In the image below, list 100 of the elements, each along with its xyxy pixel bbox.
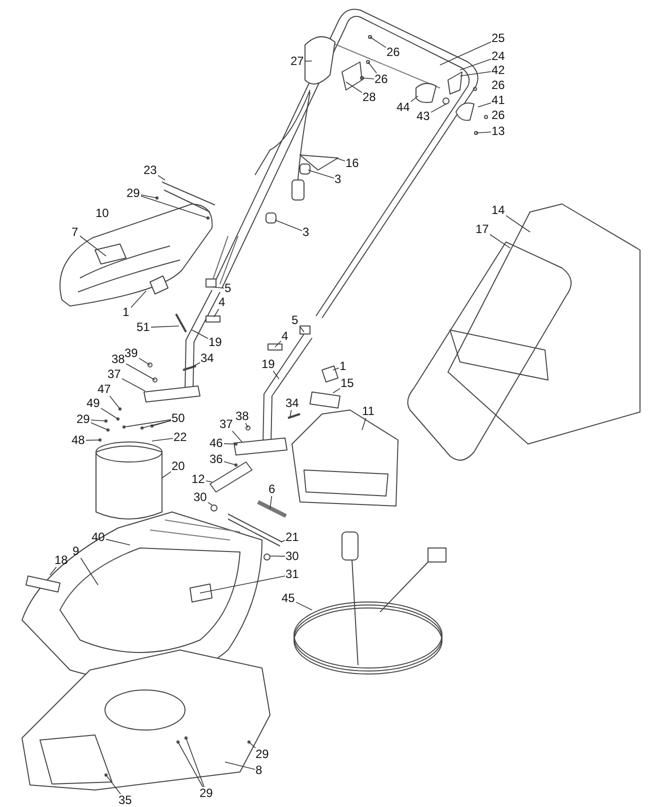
leader-line [300, 326, 304, 332]
callout-number: 29 [198, 786, 214, 800]
leader-line [362, 78, 374, 80]
leader-line [274, 340, 282, 348]
callout-number: 30 [284, 550, 300, 562]
callout-number: 1 [338, 360, 348, 372]
leader-line [192, 330, 208, 339]
callout-number: 30 [192, 490, 208, 504]
leader-line [100, 408, 118, 420]
callout-number: 8 [254, 764, 264, 776]
callout-number: 26 [490, 78, 506, 92]
leader-line [86, 440, 100, 441]
callout-number: 36 [208, 452, 224, 466]
callout-number: 38 [234, 410, 250, 422]
leader-line [158, 175, 166, 180]
leader-line [212, 286, 224, 288]
callout-number: 26 [490, 108, 506, 122]
callout-number: 19 [260, 358, 276, 370]
leader-line [200, 576, 286, 594]
leader-line [208, 502, 212, 506]
callout-number: 4 [218, 296, 226, 308]
callout-number: 4 [280, 330, 290, 342]
callout-number: 21 [284, 530, 300, 544]
leader-line [368, 62, 377, 74]
leader-line [272, 370, 280, 380]
leader-line [152, 420, 172, 426]
callout-number: 3 [334, 172, 342, 186]
leader-line [214, 308, 220, 318]
leader-line [336, 158, 346, 162]
leader-line [476, 132, 492, 134]
callout-number: 31 [284, 568, 300, 580]
leader-line [290, 410, 292, 418]
callout-number: 10 [94, 206, 110, 220]
leader-line [50, 566, 57, 576]
leader-line [506, 215, 530, 232]
callout-number: 15 [340, 376, 355, 390]
leader-line [80, 236, 106, 256]
leader-line [122, 378, 146, 392]
callout-number: 35 [118, 794, 133, 806]
leader-line [248, 742, 256, 748]
leader-line [109, 396, 120, 410]
callout-number: 37 [218, 418, 234, 430]
leader-line [140, 196, 208, 218]
leader-line [296, 602, 312, 610]
callout-number: 19 [208, 336, 223, 348]
callout-number: 43 [416, 110, 431, 122]
callout-number: 23 [142, 164, 158, 176]
callout-number: 11 [361, 404, 376, 418]
callout-number: 26 [374, 72, 389, 86]
callout-number: 5 [290, 314, 300, 326]
leader-line [362, 418, 366, 430]
callout-number: 9 [72, 544, 80, 558]
callout-number: 7 [70, 226, 80, 238]
callout-number: 3 [302, 226, 310, 238]
callout-number: 29 [254, 748, 270, 760]
leader-line [142, 420, 172, 428]
leader-line [430, 104, 446, 113]
leader-line [186, 738, 204, 788]
leader-line [245, 422, 248, 428]
leader-line [106, 774, 121, 794]
callout-number: 34 [200, 352, 215, 364]
callout-number: 48 [70, 434, 86, 446]
leader-line [460, 58, 492, 70]
leader-line [90, 422, 108, 430]
leader-line [280, 540, 286, 542]
leader-line [460, 71, 492, 76]
callout-number: 39 [124, 346, 139, 360]
callout-number: 14 [490, 204, 506, 216]
callout-number: 17 [474, 222, 490, 236]
leader-line [178, 742, 204, 788]
leader-line [370, 36, 386, 48]
leader-line [192, 362, 200, 368]
leader-line [162, 471, 172, 478]
callout-number: 27 [290, 54, 305, 68]
callout-number: 44 [396, 100, 411, 114]
callout-number: 40 [90, 530, 106, 544]
leader-line [490, 234, 510, 248]
callout-number: 16 [344, 156, 360, 170]
callout-number: 46 [208, 436, 224, 450]
callout-number: 42 [490, 64, 506, 76]
callout-number: 47 [96, 382, 112, 396]
leader-line [332, 388, 340, 394]
leader-line [270, 556, 286, 557]
callout-number: 29 [76, 412, 91, 426]
callout-number: 50 [170, 412, 186, 424]
callout-number: 51 [136, 320, 151, 334]
callout-number: 18 [54, 554, 69, 566]
leader-line [224, 762, 256, 770]
callout-number: 34 [284, 396, 300, 410]
leader-line [130, 290, 146, 308]
leader-line [478, 102, 492, 108]
leader-line [140, 194, 158, 198]
callout-number: 37 [106, 368, 122, 380]
leader-line [440, 42, 492, 66]
callout-number: 12 [190, 472, 206, 486]
callout-number: 26 [386, 46, 401, 58]
leader-line [150, 326, 180, 328]
callout-number: 28 [362, 90, 377, 104]
callout-number: 45 [280, 592, 296, 604]
callout-number: 13 [490, 124, 506, 138]
